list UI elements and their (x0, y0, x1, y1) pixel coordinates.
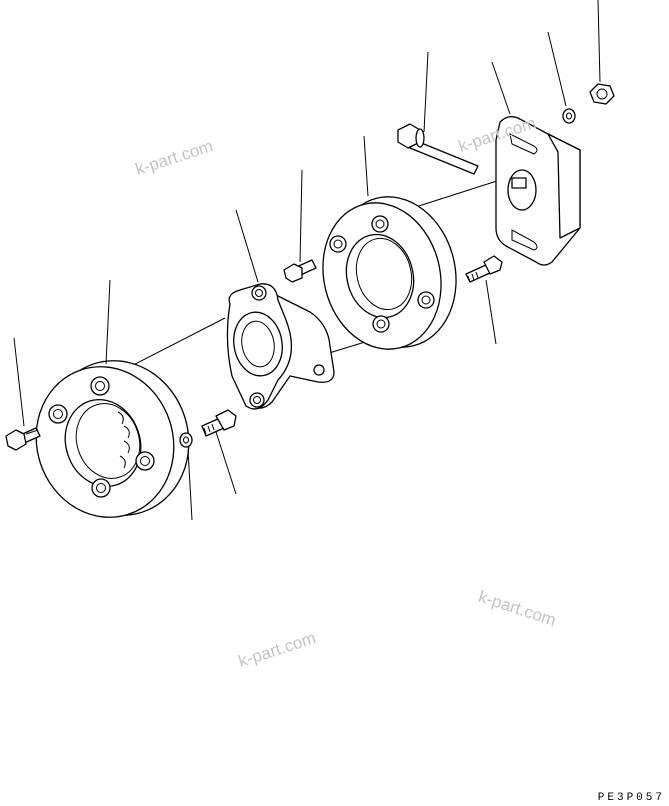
bracket (495, 116, 581, 266)
right-bolt (465, 255, 503, 283)
right-flange (322, 196, 457, 350)
drawing-code: PE3P057 (597, 792, 665, 804)
left-flange (35, 360, 190, 518)
mid-bolt (283, 259, 317, 283)
left-bolt (5, 427, 41, 451)
lower-bolt (201, 409, 237, 437)
spring-washer (562, 108, 576, 124)
leader-lines (13, 0, 601, 521)
washer (179, 432, 193, 448)
long-bolt (397, 123, 479, 175)
middle-adapter (226, 283, 335, 410)
nut (589, 83, 615, 105)
